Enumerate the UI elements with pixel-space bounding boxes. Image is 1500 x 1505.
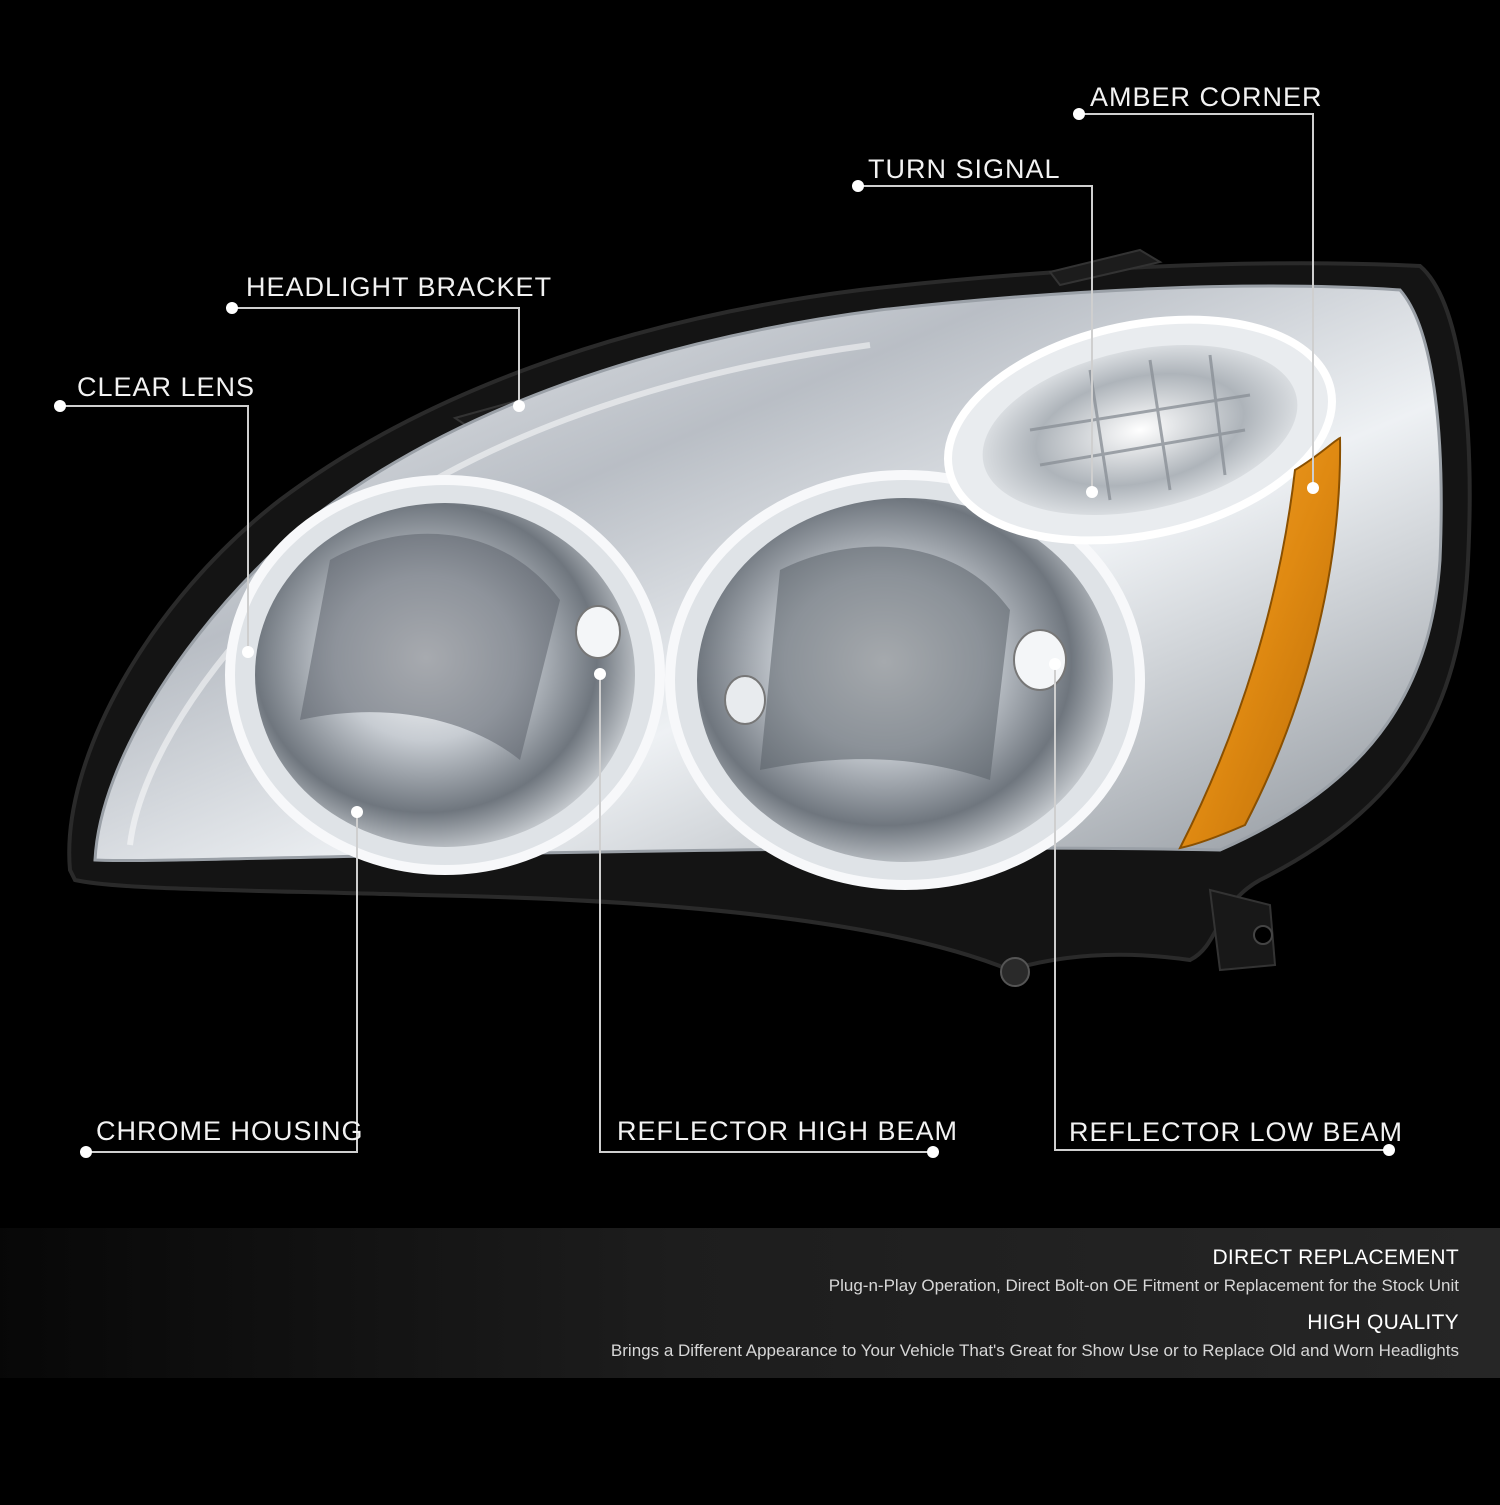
lower-tab xyxy=(1208,888,1277,972)
feature-description: Brings a Different Appearance to Your Ve… xyxy=(610,1341,1459,1360)
amber-corner-lens xyxy=(1178,436,1342,850)
feature-high-quality: HIGH QUALITY Brings a Different Appearan… xyxy=(611,1311,1459,1361)
top-tab xyxy=(1048,248,1163,287)
callout-amber-corner: AMBER CORNER xyxy=(1090,82,1323,112)
feature-description: Plug-n-Play Operation, Direct Bolt-on OE… xyxy=(828,1276,1459,1295)
callout-clear-lens: CLEAR LENS xyxy=(77,372,256,402)
turn-signal-lens xyxy=(982,344,1298,516)
callout-dots xyxy=(54,108,1395,1158)
callout-lines xyxy=(60,113,1389,1153)
feature-title: DIRECT REPLACEMENT xyxy=(1212,1246,1459,1269)
callout-chrome-housing: CHROME HOUSING xyxy=(96,1116,364,1146)
feature-title: HIGH QUALITY xyxy=(1307,1311,1459,1334)
callout-reflector-low-beam: REFLECTOR LOW BEAM xyxy=(1069,1117,1404,1147)
feature-banner: DIRECT REPLACEMENT Plug-n-Play Operation… xyxy=(0,1228,1500,1378)
feature-direct-replacement: DIRECT REPLACEMENT Plug-n-Play Operation… xyxy=(829,1246,1459,1296)
callout-reflector-high-beam: REFLECTOR HIGH BEAM xyxy=(617,1116,959,1146)
callout-headlight-bracket: HEADLIGHT BRACKET xyxy=(246,272,553,302)
callout-turn-signal: TURN SIGNAL xyxy=(868,154,1061,184)
